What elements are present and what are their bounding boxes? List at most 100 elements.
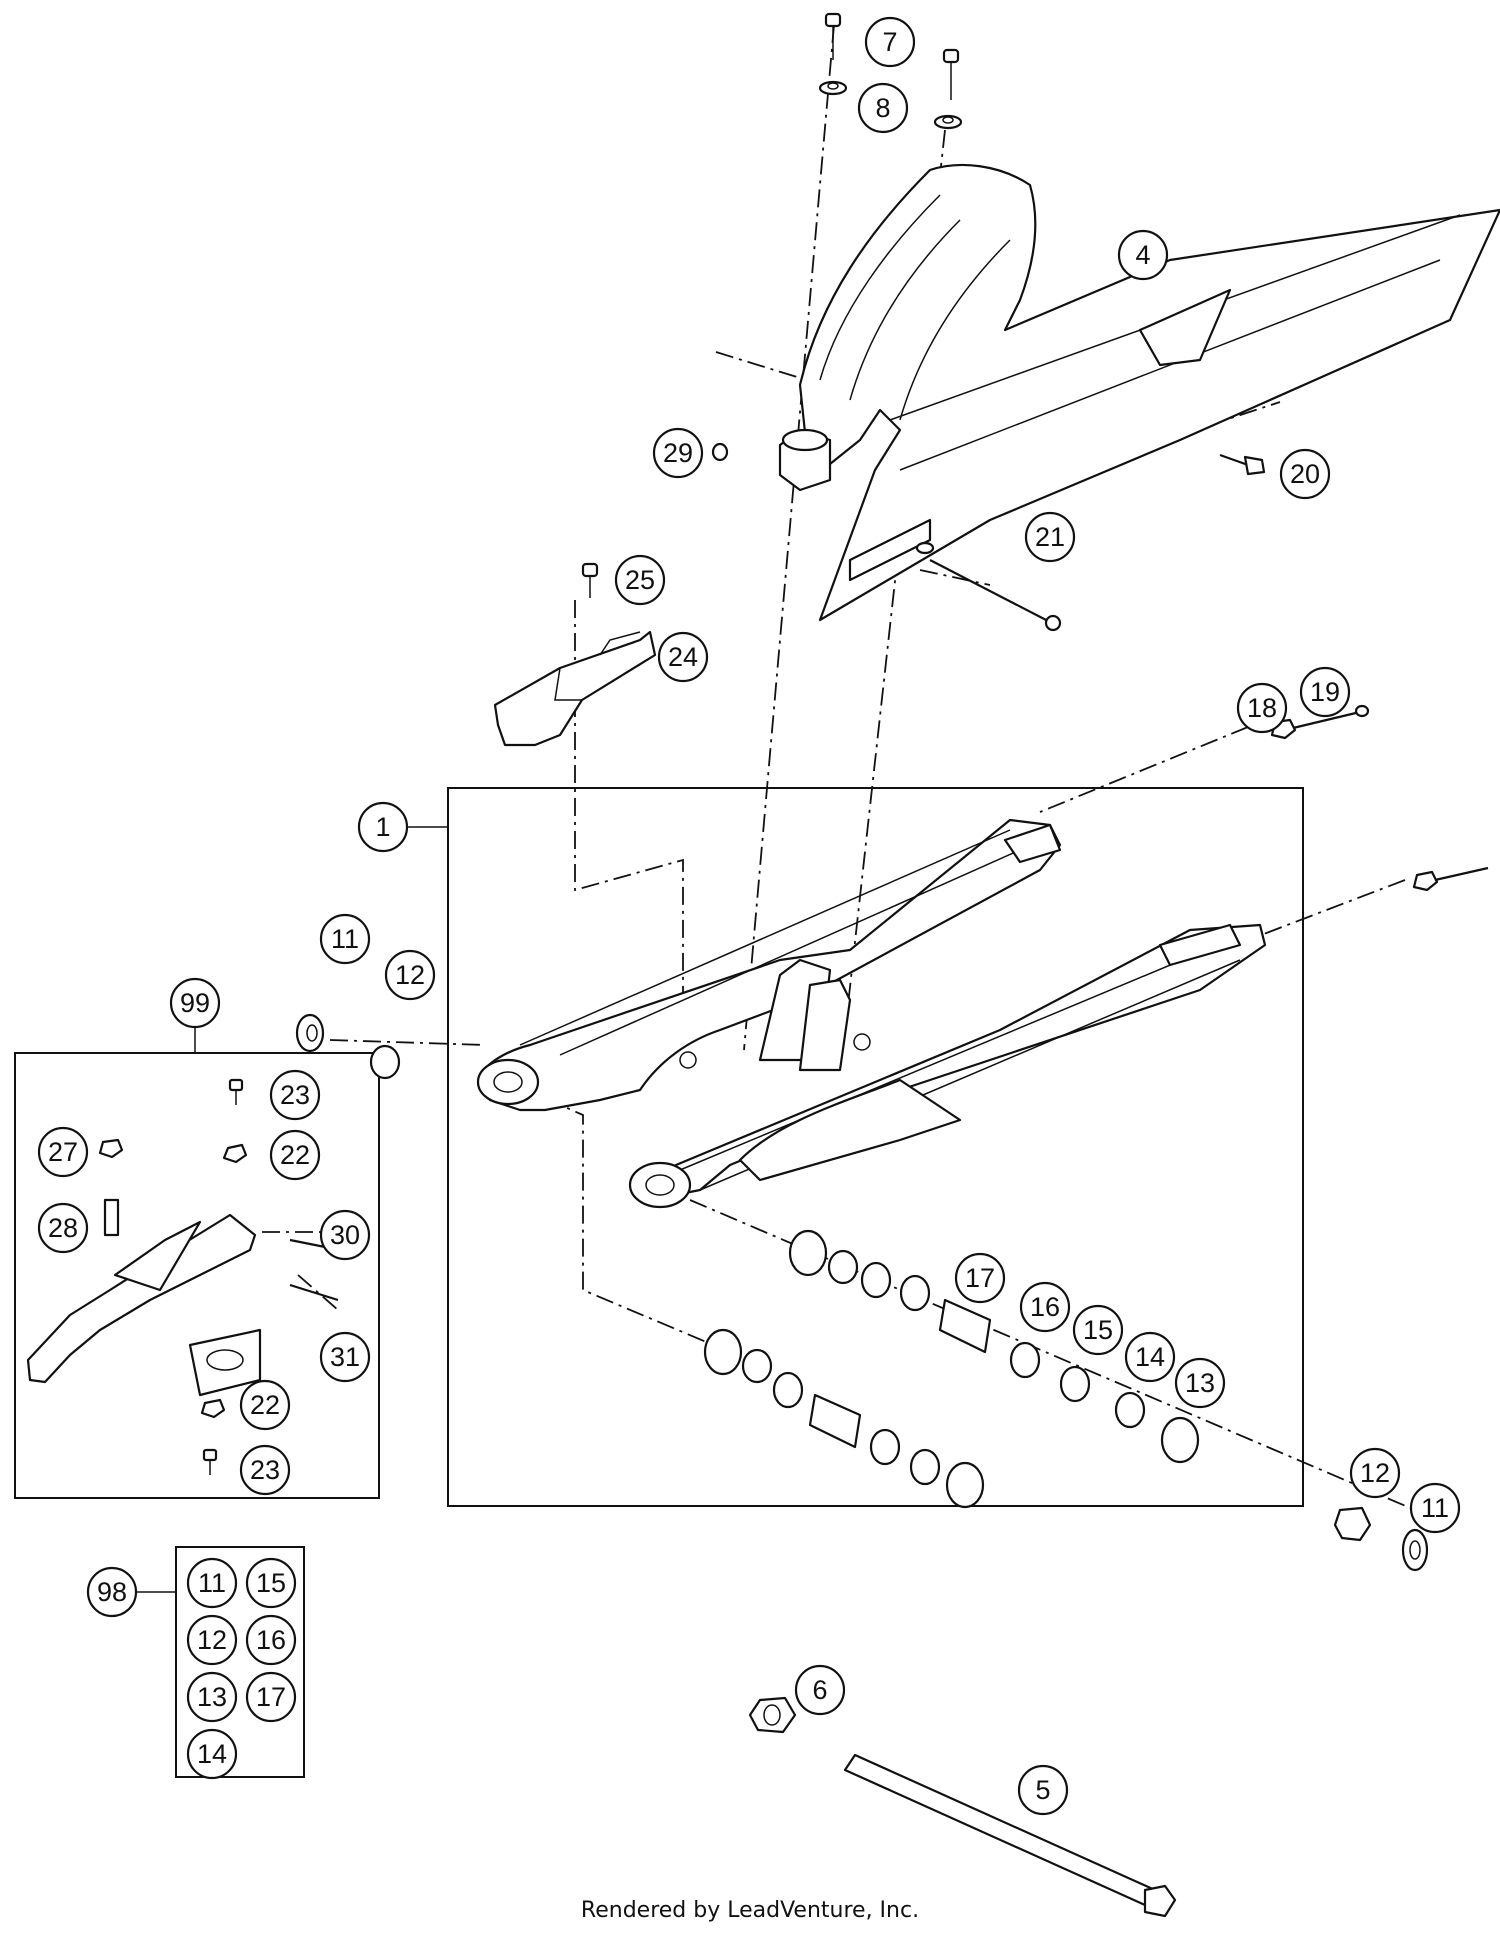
svg-text:22: 22 (280, 1140, 310, 1170)
nut-6-part (748, 1696, 797, 1734)
chain-slider-kit-frame (14, 1052, 380, 1499)
svg-text:11: 11 (1421, 1493, 1449, 1523)
callout-20: 20 (1279, 448, 1331, 500)
svg-text:15: 15 (256, 1568, 286, 1598)
callout-1: 1 (357, 801, 409, 853)
svg-text:28: 28 (48, 1213, 78, 1243)
callout-99: 99 (169, 977, 221, 1029)
callout-6: 6 (794, 1664, 846, 1716)
screw-25-part (581, 562, 599, 598)
svg-text:4: 4 (1135, 240, 1150, 270)
bearing-kit-frame (175, 1546, 305, 1778)
svg-text:21: 21 (1035, 522, 1065, 552)
svg-text:24: 24 (668, 642, 698, 672)
svg-text:19: 19 (1310, 677, 1340, 707)
bushing-12-part-left (369, 1044, 401, 1080)
svg-text:16: 16 (1030, 1292, 1060, 1322)
kit-98-item-14: 14 (186, 1728, 238, 1780)
callout-25: 25 (614, 554, 666, 606)
callout-23-bottom: 23 (239, 1444, 291, 1496)
screw-7-part-b (942, 48, 960, 100)
svg-text:31: 31 (330, 1342, 360, 1372)
svg-text:30: 30 (330, 1220, 360, 1250)
svg-text:8: 8 (875, 93, 890, 123)
washer-8-part (818, 80, 848, 96)
bearing-stack-part (703, 1229, 1200, 1509)
nut-12-part (1333, 1506, 1372, 1542)
callout-31: 31 (319, 1331, 371, 1383)
swingarm-part (476, 818, 1267, 1209)
callout-8: 8 (857, 82, 909, 134)
washer-11-part (1401, 1528, 1429, 1572)
svg-text:17: 17 (965, 1263, 995, 1293)
callout-17: 17 (954, 1252, 1006, 1304)
svg-text:18: 18 (1247, 693, 1277, 723)
callout-11-left: 11 (319, 913, 371, 965)
leader-lines (262, 24, 1416, 1511)
kit-98-item-15: 15 (245, 1557, 297, 1609)
callout-98: 98 (86, 1566, 138, 1618)
svg-text:13: 13 (1185, 1368, 1215, 1398)
callout-12-right: 12 (1349, 1447, 1401, 1499)
svg-text:14: 14 (197, 1739, 227, 1769)
callout-18: 18 (1236, 682, 1288, 734)
screw-7-part (824, 12, 842, 60)
svg-text:98: 98 (97, 1577, 127, 1607)
clip-29-part (711, 442, 729, 462)
svg-text:23: 23 (250, 1455, 280, 1485)
callout-12-left: 12 (384, 949, 436, 1001)
callout-22-top: 22 (269, 1129, 321, 1181)
callout-21: 21 (1024, 511, 1076, 563)
callout-15: 15 (1072, 1304, 1124, 1356)
callout-4: 4 (1117, 229, 1169, 281)
callout-19: 19 (1299, 666, 1351, 718)
screw-20-part (1219, 453, 1266, 476)
svg-text:20: 20 (1290, 459, 1320, 489)
svg-text:6: 6 (812, 1675, 827, 1705)
chain-slider-kit-parts (26, 1078, 341, 1475)
svg-text:29: 29 (663, 438, 693, 468)
kit-98-item-12: 12 (186, 1614, 238, 1666)
callout-28: 28 (37, 1202, 89, 1254)
axle-5-part (843, 1753, 1177, 1918)
svg-text:11: 11 (198, 1568, 226, 1598)
callout-13: 13 (1174, 1357, 1226, 1409)
kit-98-item-16: 16 (245, 1614, 297, 1666)
svg-text:5: 5 (1035, 1775, 1050, 1805)
svg-text:15: 15 (1083, 1315, 1113, 1345)
callout-27: 27 (37, 1126, 89, 1178)
washer-8-part-b (933, 114, 963, 130)
washer-11-part-left (295, 1013, 325, 1053)
svg-text:25: 25 (625, 565, 655, 595)
adjuster-part-b (1412, 866, 1489, 892)
svg-text:12: 12 (395, 960, 425, 990)
svg-text:7: 7 (882, 27, 897, 57)
svg-text:14: 14 (1135, 1342, 1165, 1372)
render-credit: Rendered by LeadVenture, Inc. (580, 1898, 920, 1923)
svg-text:11: 11 (331, 924, 359, 954)
svg-text:16: 16 (256, 1625, 286, 1655)
svg-text:22: 22 (250, 1390, 280, 1420)
chain-slider-24-part (493, 630, 657, 747)
svg-text:12: 12 (1360, 1458, 1390, 1488)
callout-11-right: 11 (1409, 1482, 1461, 1534)
callout-22-bottom: 22 (239, 1379, 291, 1431)
svg-text:23: 23 (280, 1080, 310, 1110)
kit-98-item-13: 13 (186, 1671, 238, 1723)
svg-text:27: 27 (48, 1137, 78, 1167)
swingarm-group-frame (447, 787, 1304, 1507)
svg-text:99: 99 (180, 988, 210, 1018)
kit-98-item-17: 17 (245, 1671, 297, 1723)
callout-30: 30 (319, 1209, 371, 1261)
kit-98-item-11: 11 (186, 1557, 238, 1609)
callout-7: 7 (864, 16, 916, 68)
svg-text:13: 13 (197, 1682, 227, 1712)
adjuster-18-19-part (1270, 704, 1370, 740)
bolt-21-part (929, 559, 1062, 632)
callout-23-top: 23 (269, 1069, 321, 1121)
svg-text:17: 17 (256, 1682, 286, 1712)
callout-29: 29 (652, 427, 704, 479)
svg-text:1: 1 (375, 812, 390, 842)
callout-24: 24 (657, 631, 709, 683)
callout-5: 5 (1017, 1764, 1069, 1816)
